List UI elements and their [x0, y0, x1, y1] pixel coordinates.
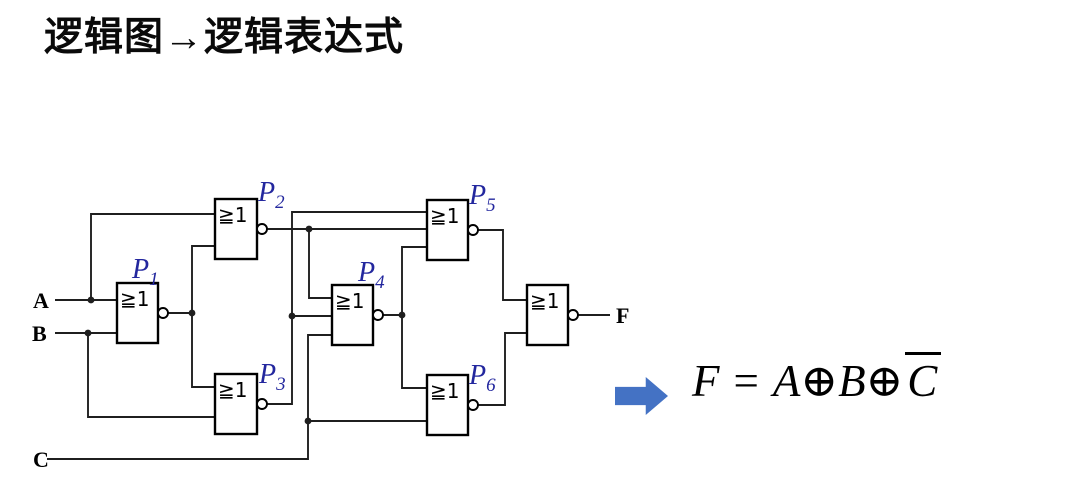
port-label-A: A [33, 288, 49, 313]
gate-symbol: ≧1 [335, 289, 364, 313]
output-bubble [467, 224, 479, 236]
wire-input-c-to-p4 [47, 334, 332, 460]
wire-p3-output-to-p5 [267, 211, 427, 405]
output-bubble [467, 399, 479, 411]
wire-p6-to-output-gate [478, 332, 527, 406]
wire-p2-to-p4 [308, 229, 332, 299]
logic-expression: F = A⊕B⊕C [692, 352, 942, 407]
gate-label-P6: P6 [468, 360, 496, 396]
wire-p5-to-output-gate [478, 229, 527, 301]
expression-lhs: F [692, 356, 720, 406]
junction-dot [304, 417, 312, 425]
nor-gate-P1 [115, 281, 160, 345]
gate-label-P5: P5 [468, 180, 496, 216]
junction-dot [398, 311, 406, 319]
gate-symbol: ≧1 [218, 203, 247, 227]
nor-gate-P6 [425, 373, 470, 437]
gate-symbol: ≧1 [430, 204, 459, 228]
output-bubble [157, 307, 169, 319]
gate-label-P4: P4 [357, 257, 385, 293]
expression-negated-term: C [905, 352, 942, 405]
wire-p1-to-p2-and-p3 [191, 245, 215, 388]
nor-gate-P3 [213, 372, 259, 436]
output-bubble [256, 223, 268, 235]
gate-symbol: ≧1 [120, 287, 149, 311]
nor-gate-output-gate [525, 283, 570, 347]
port-label-B: B [32, 321, 47, 346]
port-label-C: C [33, 447, 49, 472]
gate-label-P1: P1 [131, 254, 159, 290]
expression-equals: = [733, 356, 759, 406]
output-bubble [567, 309, 579, 321]
junction-dot [87, 296, 95, 304]
port-label-F: F [616, 303, 629, 328]
gate-label-P3: P3 [258, 359, 286, 395]
junction-dot [305, 225, 313, 233]
wire-input-a-to-p2 [90, 213, 215, 300]
gate-symbol: ≧1 [218, 378, 247, 402]
wire-input-b-to-p3 [87, 333, 215, 418]
junction-dot [84, 329, 92, 337]
expression-terms: A⊕B⊕ [772, 356, 904, 406]
page-title: 逻辑图→逻辑表达式 [44, 16, 405, 59]
gate-label-P2: P2 [257, 177, 285, 213]
wire-p4-to-p5-and-p6 [401, 246, 427, 389]
gate-symbol: ≧1 [430, 379, 459, 403]
output-bubble [256, 398, 268, 410]
junction-dot [188, 309, 196, 317]
output-bubble [372, 309, 384, 321]
junction-dot [288, 312, 296, 320]
gate-symbol: ≧1 [530, 289, 559, 313]
nor-gate-P5 [425, 198, 470, 262]
